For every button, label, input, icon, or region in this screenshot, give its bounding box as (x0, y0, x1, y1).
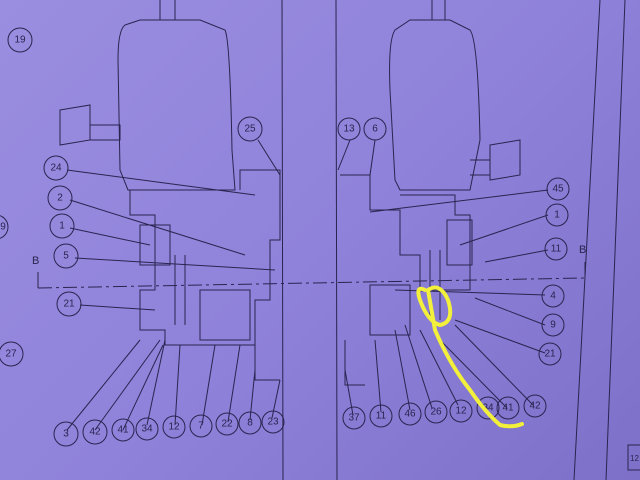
section-marker-right: B (579, 244, 586, 256)
svg-text:11: 11 (376, 411, 387, 422)
svg-text:12: 12 (455, 406, 467, 417)
svg-text:6: 6 (372, 124, 378, 135)
svg-text:1: 1 (554, 210, 560, 221)
balloon: 41 (496, 396, 520, 420)
svg-text:13: 13 (343, 124, 355, 135)
svg-text:12: 12 (168, 422, 180, 433)
balloon: 22 (215, 412, 239, 436)
svg-text:34: 34 (482, 403, 494, 414)
balloon: 25 (237, 116, 263, 142)
balloon: 21 (538, 342, 562, 366)
svg-text:11: 11 (551, 244, 562, 255)
balloon: 24 (43, 155, 69, 181)
balloon: 3 (53, 421, 79, 447)
balloon: 46 (398, 402, 422, 426)
svg-text:8: 8 (247, 418, 253, 429)
balloon: 12 (162, 415, 186, 439)
balloon: 11 (544, 237, 568, 261)
title-block-text: 12 (630, 454, 639, 463)
balloon: 34 (135, 417, 159, 441)
balloon: 41 (111, 418, 135, 442)
svg-text:19: 19 (14, 35, 26, 46)
balloon: 5 (53, 243, 79, 269)
svg-text:1: 1 (59, 221, 65, 232)
title-block-fragment (627, 444, 640, 471)
left-balloons: 19 25 24 2 1 5 21 27 9 3 42 41 34 12 7 2… (0, 27, 285, 447)
frame-lines (281, 0, 626, 480)
balloon: 11 (369, 404, 393, 428)
svg-text:46: 46 (404, 409, 416, 420)
svg-text:24: 24 (50, 163, 62, 174)
svg-text:42: 42 (529, 401, 541, 412)
svg-text:2: 2 (57, 193, 63, 204)
right-assembly-outline (340, 0, 521, 386)
svg-text:7: 7 (198, 421, 204, 432)
svg-text:45: 45 (552, 184, 564, 195)
balloon: 19 (7, 27, 33, 53)
svg-text:25: 25 (244, 124, 256, 135)
balloon: 1 (49, 213, 75, 239)
balloon: 42 (82, 419, 108, 445)
svg-text:21: 21 (63, 299, 75, 310)
svg-text:4: 4 (550, 291, 556, 302)
svg-text:26: 26 (430, 407, 442, 418)
svg-text:34: 34 (141, 424, 153, 435)
balloon: 23 (261, 410, 285, 434)
balloon: 26 (424, 400, 448, 424)
balloon: 13 (337, 117, 361, 141)
left-assembly-outline (59, 0, 281, 381)
svg-text:41: 41 (502, 403, 514, 414)
balloon: 2 (47, 185, 73, 211)
balloon: 9 (0, 215, 9, 239)
balloon: 34 (476, 396, 500, 420)
svg-text:37: 37 (348, 413, 360, 424)
svg-text:9: 9 (0, 222, 6, 233)
svg-text:23: 23 (267, 417, 279, 428)
svg-text:9: 9 (550, 320, 556, 331)
svg-text:21: 21 (544, 349, 556, 360)
balloon: 6 (363, 117, 387, 141)
section-line (37, 262, 586, 289)
balloon: 45 (546, 177, 570, 201)
balloon: 27 (0, 341, 24, 367)
balloon: 12 (449, 399, 473, 423)
balloon: 21 (56, 291, 82, 317)
svg-text:3: 3 (63, 429, 69, 440)
section-marker-left: B (32, 255, 39, 267)
balloon: 8 (238, 411, 262, 435)
balloon: 1 (545, 203, 569, 227)
svg-text:5: 5 (63, 251, 69, 262)
balloon: 42 (523, 394, 547, 418)
balloon: 9 (541, 313, 565, 337)
right-balloons: 13 6 45 1 11 4 9 21 37 11 46 26 12 34 41… (337, 117, 570, 430)
svg-text:42: 42 (89, 427, 101, 438)
balloon: 37 (342, 406, 366, 430)
balloon: 4 (541, 284, 565, 308)
svg-text:41: 41 (117, 425, 129, 436)
svg-text:27: 27 (5, 349, 17, 360)
leader-lines (66, 139, 549, 431)
balloon: 7 (189, 414, 213, 438)
svg-text:22: 22 (221, 419, 233, 430)
highlight-annotation (416, 285, 524, 429)
